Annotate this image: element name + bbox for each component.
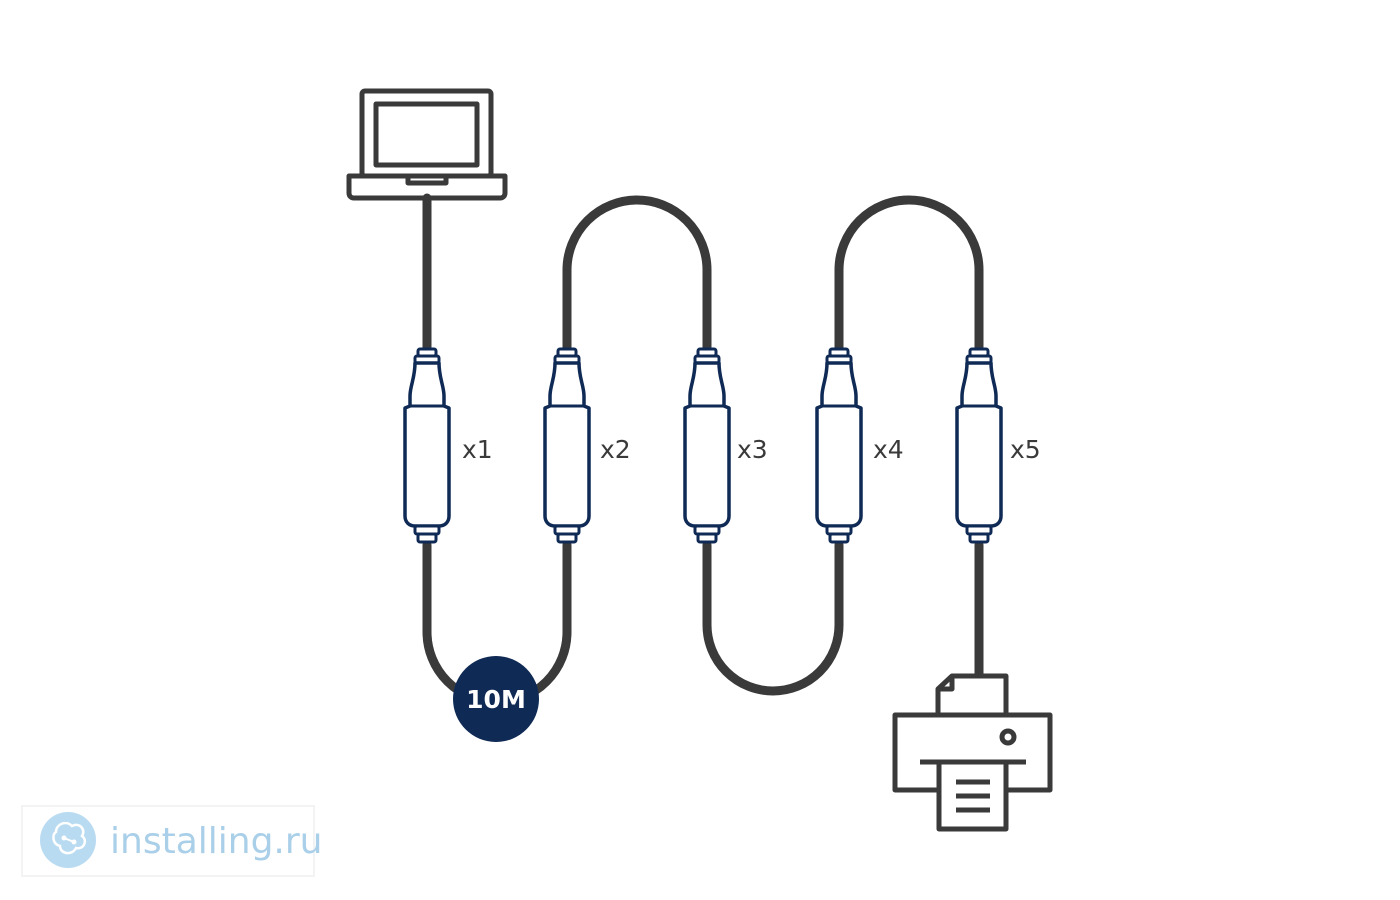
extender-2 xyxy=(543,347,591,544)
segment-label-x3: x3 xyxy=(737,435,768,464)
laptop-icon xyxy=(346,88,508,201)
extender-5 xyxy=(955,347,1003,544)
extender-4 xyxy=(815,347,863,544)
segment-label-x4: x4 xyxy=(873,435,904,464)
length-badge-text: 10M xyxy=(466,685,526,714)
extender-3 xyxy=(683,347,731,544)
segment-label-x5: x5 xyxy=(1010,435,1041,464)
printer-icon xyxy=(892,673,1053,832)
segment-label-x2: x2 xyxy=(600,435,631,464)
length-badge: 10M xyxy=(453,656,539,742)
brain-circuit-logo xyxy=(40,812,96,868)
watermark-text: installing.ru xyxy=(110,821,322,862)
extender-1 xyxy=(403,347,451,544)
segment-label-x1: x1 xyxy=(462,435,493,464)
watermark: installing.ru xyxy=(21,805,322,877)
